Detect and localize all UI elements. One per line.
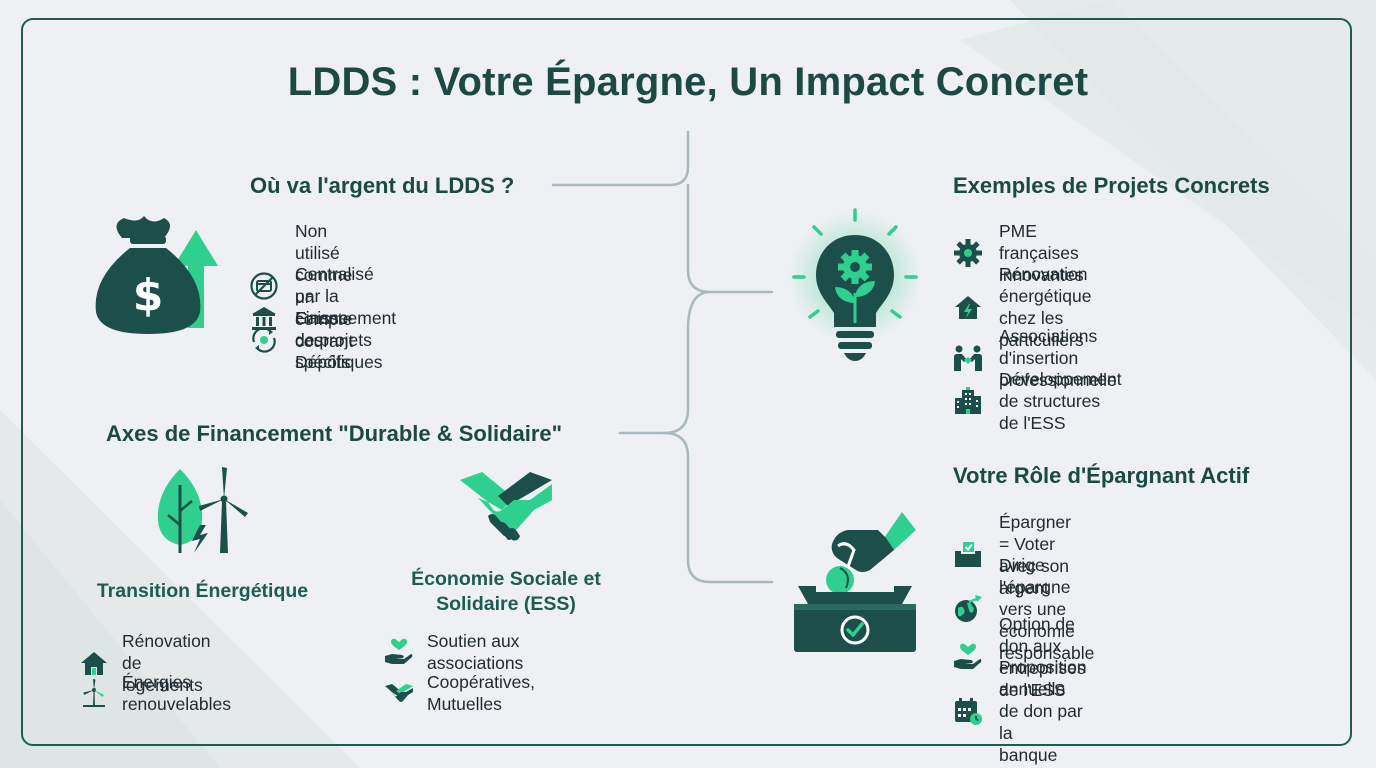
wind-turbine-icon <box>79 678 109 708</box>
where-money-heading: Où va l'argent du LDDS ? <box>250 173 515 198</box>
no-card-icon <box>249 271 279 301</box>
list-item: Épargner = Voter avec son argent <box>953 511 1071 599</box>
handshake-small-icon <box>384 678 414 708</box>
list-item: Option de don aux entreprises de l'ESS <box>953 613 1086 701</box>
list-item: Énergies renouvelables <box>79 671 231 715</box>
lightbulb-gear-plant-icon <box>780 205 930 370</box>
energy-transition-label: Transition Énergétique <box>96 580 309 602</box>
leaf-wind-turbine-icon <box>154 465 250 557</box>
ballot-box-hand-icon <box>790 508 920 656</box>
axes-heading: Axes de Financement "Durable & Solidaire… <box>106 421 563 446</box>
list-item: Associations d'insertion professionnelle <box>953 325 1117 391</box>
buildings-icon <box>953 386 983 416</box>
project-gear-cycle-icon <box>249 325 279 355</box>
list-item: Coopératives, Mutuelles <box>384 671 535 715</box>
role-heading: Votre Rôle d'Épargnant Actif <box>953 463 1250 488</box>
examples-heading: Exemples de Projets Concrets <box>953 173 1270 198</box>
list-item: Développement de structures de l'ESS <box>953 368 1122 434</box>
page-title: LDDS : Votre Épargne, Un Impact Concret <box>287 60 1089 104</box>
list-item: Financement de projets spécifiques <box>249 307 396 373</box>
list-item: Non utilisé comme un compte courant <box>249 220 353 352</box>
gear-icon <box>953 238 983 268</box>
ballot-vote-icon <box>953 540 983 570</box>
calendar-clock-icon <box>953 696 983 726</box>
hand-heart-icon <box>384 637 414 667</box>
handshake-icon <box>458 470 554 546</box>
list-item: Rénovation de logements <box>79 630 211 696</box>
list-item: Centralisé par la Caisse des Dépôts <box>249 263 374 373</box>
hand-heart-icon <box>953 642 983 672</box>
list-item: PME françaises innovantes <box>953 220 1084 286</box>
house-lightning-icon <box>953 292 983 322</box>
svg-text:$: $ <box>133 270 164 321</box>
globe-arrow-icon <box>953 594 983 624</box>
house-icon <box>79 648 109 678</box>
content-frame <box>21 18 1352 746</box>
list-item: Soutien aux associations <box>384 630 523 674</box>
money-bag-arrow-up-icon: $ <box>90 208 220 338</box>
people-handshake-icon <box>953 343 983 373</box>
ess-label: Économie Sociale et Solidaire (ESS) <box>411 568 601 615</box>
